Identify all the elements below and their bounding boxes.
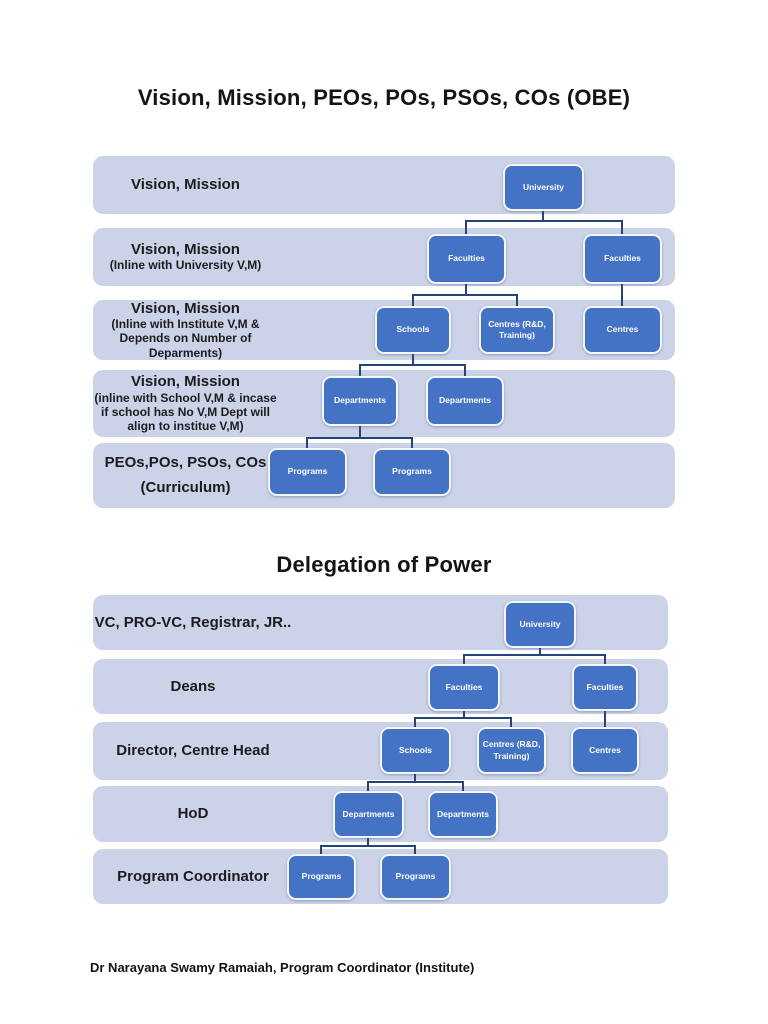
org-node-programs: Programs <box>287 854 356 900</box>
row-label: Vision, Mission (inline with School V,M … <box>93 370 278 437</box>
row-label: Program Coordinator <box>93 849 293 904</box>
connector-line <box>359 364 361 376</box>
org-node-university: University <box>503 164 584 211</box>
author-footer: Dr Narayana Swamy Ramaiah, Program Coord… <box>90 960 475 975</box>
row-label-main: Vision, Mission <box>131 176 240 194</box>
connector-line <box>621 284 623 306</box>
row-label-main: Program Coordinator <box>117 867 269 885</box>
connector-line <box>542 210 544 222</box>
connector-line <box>414 774 416 783</box>
row-label-sub: (inline with School V,M & incase if scho… <box>94 390 277 434</box>
row-label-main: Vision, Mission <box>131 241 240 259</box>
org-node-schools: Schools <box>380 727 451 774</box>
org-node-faculties: Faculties <box>583 234 662 284</box>
row-label-main: PEOs,POs, PSOs, COs <box>104 454 267 472</box>
connector-line <box>463 711 465 719</box>
connector-line <box>367 838 369 847</box>
obe-row-band-2: Vision, Mission (Inline with University … <box>93 228 675 286</box>
connector-line <box>367 781 464 783</box>
row-label: Vision, Mission (Inline with University … <box>93 228 278 286</box>
connector-line <box>320 845 416 847</box>
org-node-faculties: Faculties <box>427 234 506 284</box>
row-label-main: Vision, Mission <box>131 299 240 317</box>
obe-row-band-1: Vision, Mission <box>93 156 675 214</box>
row-label-main: Director, Centre Head <box>116 742 270 760</box>
connector-line <box>414 717 512 719</box>
org-node-faculties: Faculties <box>428 664 500 711</box>
connector-line <box>412 294 414 306</box>
connector-line <box>465 220 623 222</box>
row-label-sub: (Inline with Institute V,M & Depends on … <box>111 317 260 360</box>
connector-line <box>539 647 541 656</box>
row-label: Director, Centre Head <box>93 722 293 780</box>
connector-line <box>464 364 466 376</box>
connector-line <box>462 781 464 792</box>
org-node-departments: Departments <box>426 376 504 426</box>
row-label: Deans <box>93 659 293 714</box>
row-label: Vision, Mission <box>93 156 278 214</box>
connector-line <box>367 781 369 792</box>
row-label-sub: (Curriculum) <box>140 478 231 496</box>
row-label-main: VC, PRO-VC, Registrar, JR.. <box>94 613 292 631</box>
org-node-schools: Schools <box>375 306 451 354</box>
connector-line <box>306 437 413 439</box>
row-label: Vision, Mission (Inline with Institute V… <box>93 300 278 360</box>
org-node-programs: Programs <box>268 448 347 496</box>
connector-line <box>463 654 465 665</box>
connector-line <box>604 654 606 665</box>
row-label-main: Vision, Mission <box>131 373 240 391</box>
row-label-sub: (Inline with University V,M) <box>109 258 262 273</box>
org-node-departments: Departments <box>428 791 498 838</box>
connector-line <box>414 717 416 728</box>
org-node-programs: Programs <box>380 854 451 900</box>
row-label: PEOs,POs, PSOs, COs (Curriculum) <box>93 443 278 508</box>
row-label-main: HoD <box>177 805 209 823</box>
connector-line <box>465 220 467 234</box>
connector-line <box>320 845 322 855</box>
connector-line <box>621 220 623 234</box>
connector-line <box>412 354 414 366</box>
obe-row-band-3: Vision, Mission (Inline with Institute V… <box>93 300 675 360</box>
org-node-programs: Programs <box>373 448 451 496</box>
org-node-centres-rd-training: Centres (R&D, Training) <box>479 306 555 354</box>
org-node-faculties: Faculties <box>572 664 638 711</box>
org-node-centres-rd-training: Centres (R&D, Training) <box>477 727 546 774</box>
connector-line <box>411 437 413 448</box>
connector-line <box>463 654 606 656</box>
org-node-centres: Centres <box>583 306 662 354</box>
row-label-main: Deans <box>170 677 216 695</box>
connector-line <box>359 426 361 439</box>
connector-line <box>412 294 518 296</box>
obe-title: Vision, Mission, PEOs, POs, PSOs, COs (O… <box>137 85 631 110</box>
connector-line <box>516 294 518 306</box>
connector-line <box>359 364 466 366</box>
org-node-departments: Departments <box>322 376 398 426</box>
row-label: VC, PRO-VC, Registrar, JR.. <box>93 595 293 650</box>
connector-line <box>604 711 606 728</box>
delegation-row-band-1: VC, PRO-VC, Registrar, JR.. <box>93 595 668 650</box>
org-node-centres: Centres <box>571 727 639 774</box>
org-node-departments: Departments <box>333 791 404 838</box>
delegation-title: Delegation of Power <box>276 552 492 577</box>
connector-line <box>510 717 512 728</box>
org-node-university: University <box>504 601 576 648</box>
connector-line <box>465 284 467 296</box>
row-label: HoD <box>93 786 293 842</box>
connector-line <box>414 845 416 855</box>
connector-line <box>306 437 308 448</box>
